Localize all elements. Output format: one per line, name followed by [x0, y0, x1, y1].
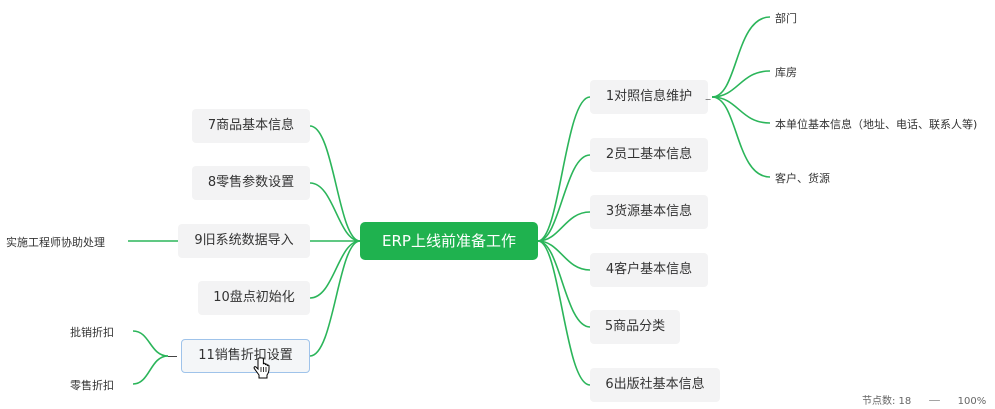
node-count-label: 节点数: 18: [862, 396, 912, 407]
status-bar: 节点数: 18 — 100% +: [862, 392, 995, 407]
leaf-wholesale-discount[interactable]: 批销折扣: [70, 326, 114, 339]
node-employee-info[interactable]: 2员工基本信息: [590, 138, 708, 172]
node-legacy-import[interactable]: 9旧系统数据导入: [178, 224, 310, 258]
node-publisher-info[interactable]: 6出版社基本信息: [590, 368, 720, 402]
node-customer-info[interactable]: 4客户基本信息: [590, 253, 708, 287]
connector-root-7: [309, 125, 361, 242]
collapse-toggle-icon[interactable]: −: [704, 95, 712, 104]
connector-1-customer: [711, 96, 771, 178]
hand-cursor-icon: [253, 357, 270, 379]
connector-root-4: [537, 240, 591, 271]
leaf-warehouse[interactable]: 库房: [775, 66, 797, 79]
node-retail-params[interactable]: 8零售参数设置: [192, 166, 310, 200]
leaf-retail-discount[interactable]: 零售折扣: [70, 379, 114, 392]
node-product-category[interactable]: 5商品分类: [590, 310, 680, 344]
node-inventory-init[interactable]: 10盘点初始化: [198, 281, 310, 315]
connector-1-company: [711, 96, 771, 124]
connector-root-8: [309, 182, 361, 242]
connector-root-1: [537, 96, 591, 242]
connector-11-retail: [132, 355, 169, 385]
node-product-info[interactable]: 7商品基本信息: [192, 109, 310, 143]
node-sales-discount[interactable]: 11销售折扣设置: [181, 339, 310, 373]
connector-1-dept: [711, 16, 771, 98]
leaf-customer-supplier[interactable]: 客户、货源: [775, 172, 830, 185]
collapse-handle[interactable]: [168, 356, 177, 357]
leaf-department[interactable]: 部门: [775, 12, 797, 25]
connector-root-6: [537, 240, 591, 386]
leaf-company-info[interactable]: 本单位基本信息（地址、电话、联系人等): [775, 118, 978, 131]
root-node[interactable]: ERP上线前准备工作: [360, 222, 538, 260]
connector-root-2: [537, 154, 591, 242]
connector-root-5: [537, 240, 591, 328]
node-contrast-info[interactable]: 1对照信息维护: [590, 80, 708, 114]
zoom-level: 100%: [957, 396, 987, 407]
zoom-out-button[interactable]: —: [928, 393, 941, 407]
connector-1-warehouse: [711, 70, 771, 98]
connector-root-11: [309, 240, 361, 357]
connector-root-10: [309, 240, 361, 299]
node-supplier-info[interactable]: 3货源基本信息: [590, 195, 708, 229]
leaf-engineer-assist[interactable]: 实施工程师协助处理: [6, 236, 105, 249]
connector-11-wholesale: [132, 330, 169, 357]
connector-root-3: [537, 211, 591, 242]
